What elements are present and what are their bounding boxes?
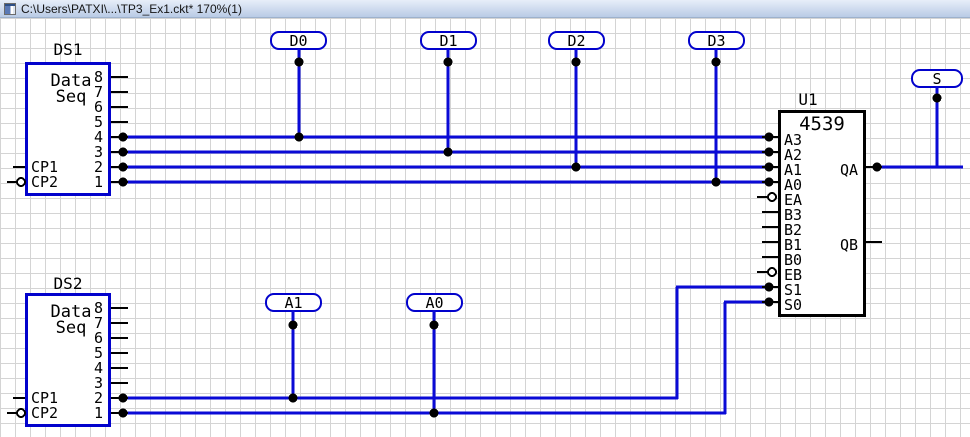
ds2-type-line1: Data [50,302,92,322]
ds2-pin-3: 3 [93,374,103,392]
ds2-pin-2: 2 [93,389,103,407]
component-u1[interactable]: 4539 A3 A2 A1 A0 EA B3 B2 B1 B0 EB S1 S0… [778,110,866,317]
probe-d3-label: D3 [707,31,726,50]
junction-dot [764,177,774,187]
ds1-pin-3: 3 [93,143,103,161]
probe-d0-label: D0 [289,31,308,50]
u1-pin-a3: A3 [784,131,803,149]
ds1-pin-6: 6 [93,98,103,116]
u1-pin-b0: B0 [784,251,803,269]
ds1-type-line2: Seq [55,87,87,107]
junction-dot [764,162,774,172]
u1-pin-a0: A0 [784,176,803,194]
u1-pin-a1: A1 [784,161,803,179]
ds1-pin-5: 5 [93,113,103,131]
probe-s-label: S [932,69,942,88]
u1-pin-qa: QA [839,161,858,179]
ds2-type-line2: Seq [55,318,87,338]
junction-dot [571,162,581,172]
ds1-pin-1: 1 [93,173,103,191]
refdes-u1[interactable]: U1 [798,90,818,109]
ds1-pin-cp2: CP2 [31,173,59,191]
junction-dot [764,147,774,157]
junction-dot [764,297,774,307]
ds2-pin-5: 5 [93,344,103,362]
component-ds1[interactable]: Data Seq 8 7 6 5 4 3 2 1 CP1 CP2 [25,62,111,196]
junction-dot [764,282,774,292]
u1-pin-qb: QB [839,236,858,254]
ds1-pin-cp1: CP1 [31,158,59,176]
junction-dot [872,162,882,172]
probe-a0-label: A0 [425,293,444,312]
u1-pin-b2: B2 [784,221,803,239]
probe-a1-label: A1 [284,293,303,312]
ds2-pin-4: 4 [93,359,103,377]
ds2-pin-cp2: CP2 [31,404,59,422]
ds2-pin-7: 7 [93,314,103,332]
junction-dot [118,177,128,187]
junction-dot [118,147,128,157]
probe-d2-label: D2 [567,31,586,50]
window-title: C:\Users\PATXI\...\TP3_Ex1.ckt* 170%(1) [21,1,242,16]
ds1-pin-7: 7 [93,83,103,101]
junction-dot [711,57,721,67]
ds2-pin-1: 1 [93,404,103,422]
ds1-pin-4: 4 [93,128,103,146]
junction-dot [118,408,128,418]
u1-pin-ea: EA [784,191,803,209]
refdes-ds2[interactable]: DS2 [53,274,83,293]
titlebar[interactable]: C:\Users\PATXI\...\TP3_Ex1.ckt* 170%(1) [0,0,970,18]
inverted-pin-circle [767,192,777,202]
u1-part-number: 4539 [799,113,845,135]
refdes-ds1[interactable]: DS1 [53,40,83,59]
ds1-pin-2: 2 [93,158,103,176]
u1-pin-b1: B1 [784,236,803,254]
junction-dot [294,132,304,142]
junction-dot [443,57,453,67]
junction-dot [932,93,942,103]
junction-dot [429,408,439,418]
junction-dot [429,320,439,330]
ds2-pin-cp1: CP1 [31,389,59,407]
probe-d1-label: D1 [439,31,458,50]
ds1-type-line1: Data [50,71,92,91]
component-ds2[interactable]: Data Seq 8 7 6 5 4 3 2 1 CP1 CP2 [25,293,111,427]
ds2-pin-6: 6 [93,329,103,347]
u1-pin-a2: A2 [784,146,803,164]
junction-dot [764,132,774,142]
junction-dot [288,320,298,330]
inverted-pin-circle [16,177,26,187]
junction-dot [443,147,453,157]
junction-dot [571,57,581,67]
ds1-pin-8: 8 [93,68,103,86]
junction-dot [118,162,128,172]
junction-dot [118,132,128,142]
u1-pin-b3: B3 [784,206,803,224]
app-icon[interactable] [4,2,16,15]
junction-dot [118,393,128,403]
u1-pin-s0: S0 [784,296,803,314]
junction-dot [711,177,721,187]
junction-dot [294,57,304,67]
inverted-pin-circle [16,408,26,418]
ds2-pin-8: 8 [93,299,103,317]
u1-pin-eb: EB [784,266,803,284]
junction-dot [288,393,298,403]
u1-pin-s1: S1 [784,281,803,299]
inverted-pin-circle [767,267,777,277]
